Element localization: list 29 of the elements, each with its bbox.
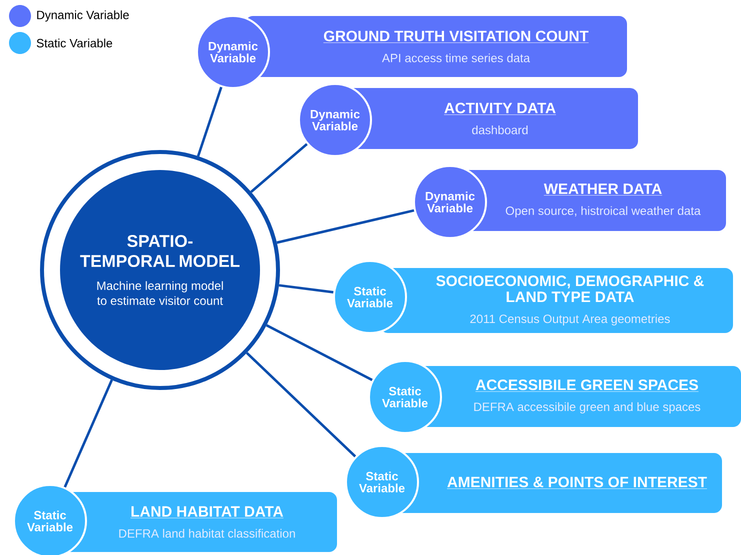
variable-badge: Static Variable <box>333 260 407 334</box>
connector-line <box>278 284 334 294</box>
node-label: ACCESSIBILE GREEN SPACES <box>476 380 698 390</box>
connector-line <box>196 86 222 157</box>
node-label: dashboard <box>472 125 528 134</box>
variable-badge: Dynamic Variable <box>413 165 487 239</box>
node-label: LAND HABITAT DATA <box>131 506 284 517</box>
connector-line <box>250 143 308 193</box>
variable-badge: Static Variable <box>345 445 419 519</box>
connector-line <box>276 209 414 244</box>
node-label: API access time series data <box>382 53 530 62</box>
node-label: SOCIOECONOMIC, DEMOGRAPHIC & LAND TYPE DATA <box>436 276 704 302</box>
connector-line <box>64 379 113 488</box>
node-label: ACTIVITY DATA <box>444 102 556 114</box>
node-label: WEATHER DATA <box>544 184 662 194</box>
variable-badge: Dynamic Variable <box>298 83 372 157</box>
node-label: GROUND TRUTH VISITATION COUNT <box>324 30 588 42</box>
legend-label: Dynamic Variable <box>37 10 129 22</box>
connector-line <box>266 324 373 382</box>
variable-badge: Dynamic Variable <box>196 15 270 89</box>
node-label: 2011 Census Output Area geometries <box>470 314 670 326</box>
variable-badge: Static Variable <box>13 484 87 555</box>
connector-line <box>246 352 356 458</box>
legend-label: Static Variable <box>36 38 112 48</box>
variable-badge: Static Variable <box>368 360 442 434</box>
node-label: Open source, histroical weather data <box>506 206 701 218</box>
node-label: AMENITIES & POINTS OF INTEREST <box>447 476 707 488</box>
node-label: DEFRA land habitat classification <box>119 528 295 538</box>
node-label: DEFRA accessibile green and blue spaces <box>474 402 700 414</box>
